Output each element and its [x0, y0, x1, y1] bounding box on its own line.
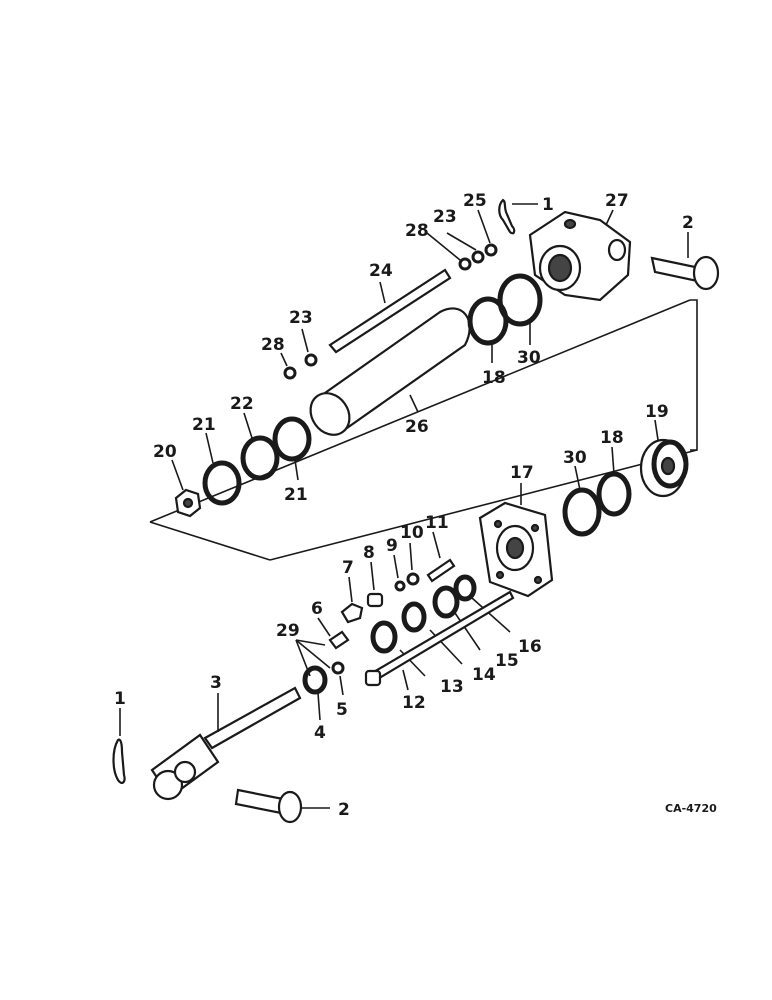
- seal-rings-right: [562, 446, 632, 537]
- callout-11: 11: [425, 513, 449, 533]
- callout-labels: 1 2 27 25 23 28 24 23 28 18 30 26 22 21 …: [114, 191, 717, 820]
- seal-rings-left: [202, 412, 312, 506]
- nut-part-20: [171, 459, 202, 518]
- callout-23-mid: 23: [289, 308, 313, 328]
- callout-1-top: 1: [542, 195, 554, 215]
- bolt-part-12: [364, 590, 515, 691]
- small-seals-mid: [280, 328, 318, 380]
- stop-parts-6-5-4: [302, 617, 350, 721]
- callout-8: 8: [363, 543, 375, 563]
- callout-28-top: 28: [405, 221, 429, 241]
- callout-10: 10: [400, 523, 424, 543]
- callout-14: 14: [472, 665, 496, 685]
- piston-part-19: [639, 419, 689, 498]
- callout-27: 27: [605, 191, 629, 211]
- small-seals-top: [426, 209, 498, 271]
- callout-17: 17: [510, 463, 534, 483]
- callout-28-mid: 28: [261, 335, 285, 355]
- piston-rod-part-24: [328, 268, 452, 354]
- pin-part-2-bottom: [234, 788, 330, 824]
- callout-19: 19: [645, 402, 669, 422]
- callout-5: 5: [336, 700, 348, 720]
- callout-2-top: 2: [682, 213, 694, 233]
- end-cap-part-17: [478, 483, 554, 598]
- callout-23-top: 23: [433, 207, 457, 227]
- figure-code: CA-4720: [665, 802, 717, 815]
- cotter-pin-part-1-bottom: [112, 708, 126, 784]
- callout-30-right: 30: [563, 448, 587, 468]
- callout-26: 26: [405, 417, 429, 437]
- small-seals-valve: [393, 542, 420, 592]
- callout-12: 12: [402, 693, 426, 713]
- clevis-rod-part-3: [150, 686, 302, 801]
- callout-16: 16: [518, 637, 542, 657]
- callout-30-top: 30: [517, 348, 541, 368]
- wing-nut-part-7: [340, 576, 364, 624]
- callout-18-top: 18: [482, 368, 506, 388]
- callout-13: 13: [440, 677, 464, 697]
- callout-9: 9: [386, 536, 398, 556]
- part-29-leaders: [295, 639, 331, 677]
- pin-part-11: [426, 531, 456, 583]
- callout-22: 22: [230, 394, 254, 414]
- callout-6: 6: [311, 599, 323, 619]
- callout-3: 3: [210, 673, 222, 693]
- callout-24: 24: [369, 261, 393, 281]
- clevis-end-part-27: [528, 209, 632, 302]
- callout-18-right: 18: [600, 428, 624, 448]
- callout-29: 29: [276, 621, 300, 641]
- seal-rings-top: [467, 273, 543, 363]
- callout-1-bottom: 1: [114, 689, 126, 709]
- callout-21-right: 21: [284, 485, 308, 505]
- callout-15: 15: [495, 651, 519, 671]
- callout-2-bottom: 2: [338, 800, 350, 820]
- cotter-pin-part-1-top: [498, 198, 538, 235]
- pin-part-2-top: [650, 232, 720, 291]
- callout-7: 7: [342, 558, 354, 578]
- callout-4: 4: [314, 723, 326, 743]
- cylinder-tube-part-26: [309, 307, 471, 436]
- callout-25: 25: [463, 191, 487, 211]
- callout-21-left: 21: [192, 415, 216, 435]
- callout-20: 20: [153, 442, 177, 462]
- fitting-part-8: [366, 561, 384, 608]
